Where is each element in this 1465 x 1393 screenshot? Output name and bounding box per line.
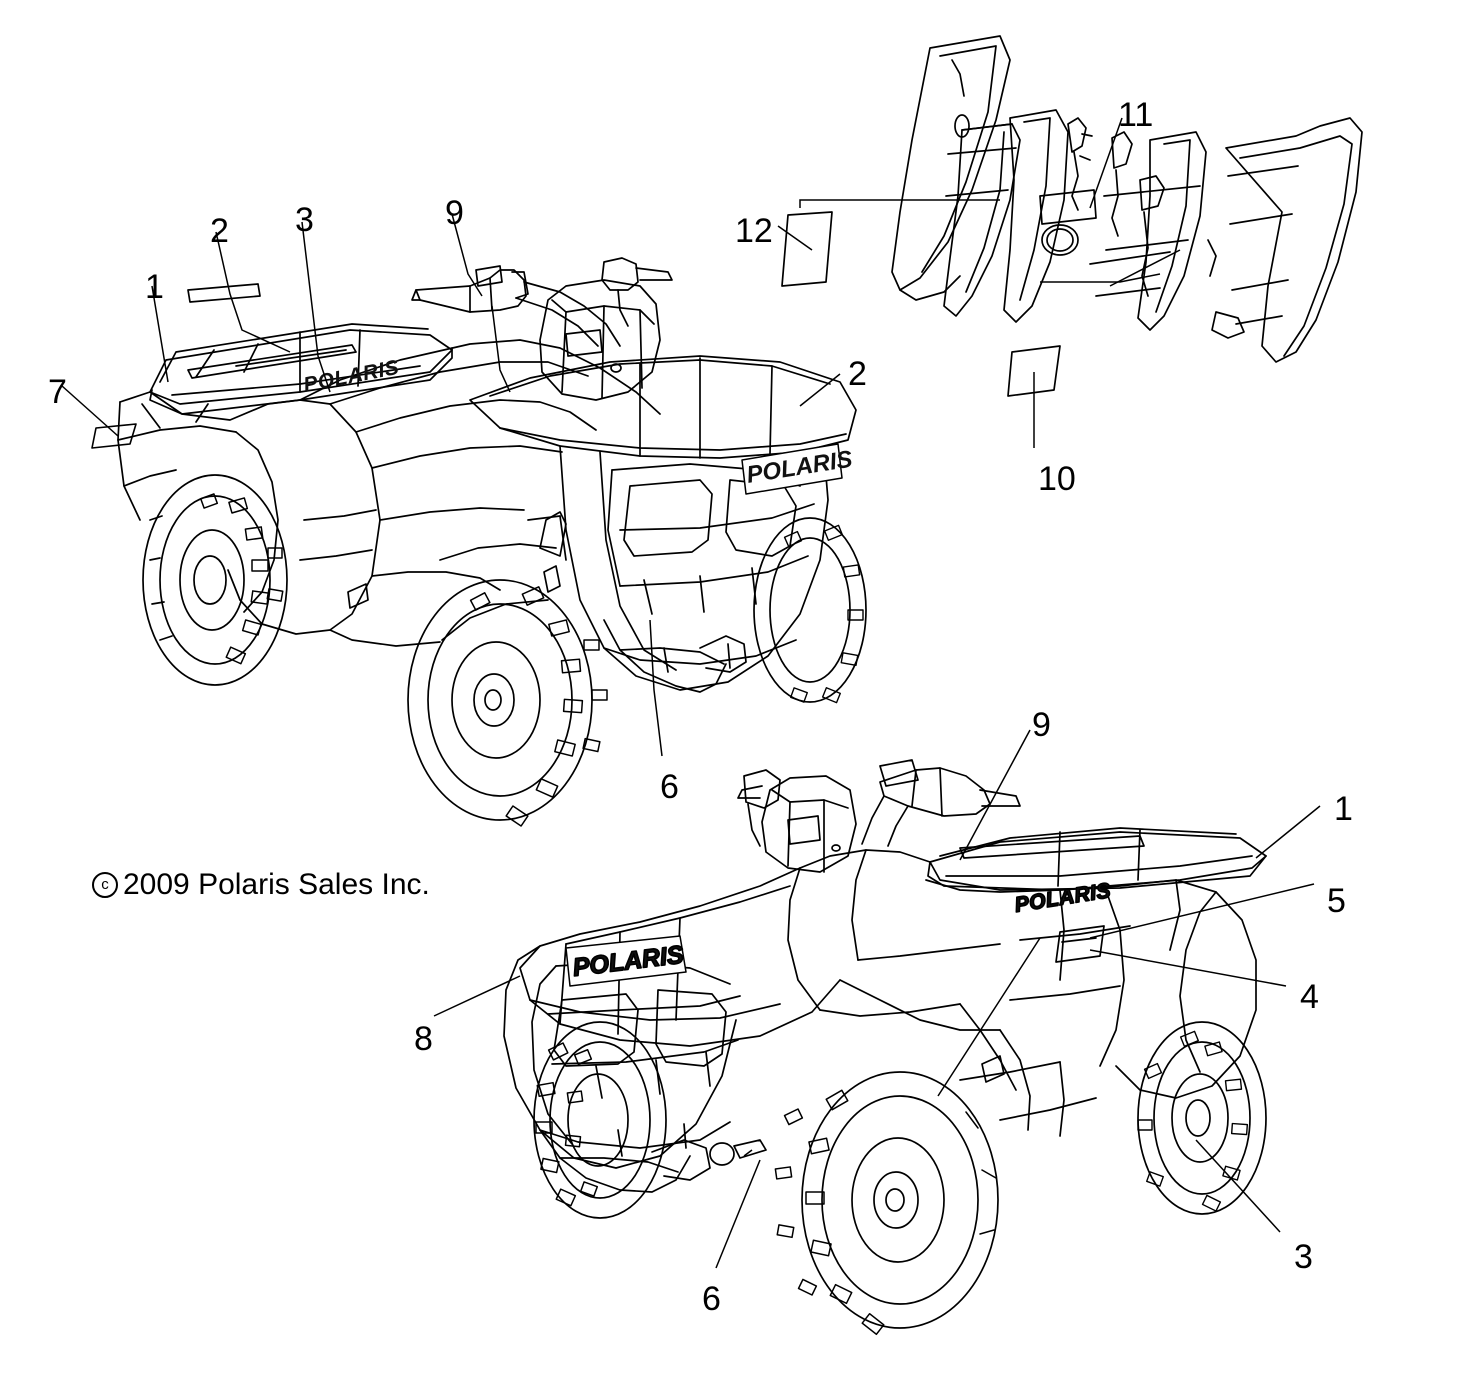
copyright-symbol-icon: c [92, 872, 118, 898]
callout-11-detail: 11 [1118, 96, 1154, 134]
callout-9-lower: 9 [1032, 706, 1051, 744]
copyright-text: 2009 Polaris Sales Inc. [123, 868, 430, 901]
upper-right-front-wheel [753, 517, 867, 704]
callout-4-lower: 4 [1300, 978, 1319, 1016]
lower-center-front-wheel [774, 1071, 999, 1336]
lower-leader-lines [433, 729, 1321, 1269]
upper-atv-illustration: POLARIS [91, 257, 867, 827]
callout-5-lower: 5 [1327, 882, 1346, 920]
callout-7-upper: 7 [48, 373, 67, 411]
lower-atv-illustration: POLARIS [503, 759, 1267, 1336]
polaris-front-logo-decal-lower: POLARIS [565, 935, 687, 987]
decal-strip-item2 [187, 283, 261, 303]
copyright-notice: c 2009 Polaris Sales Inc. [92, 868, 430, 902]
polaris-front-logo-decal: POLARIS [741, 443, 854, 495]
lower-left-front-wheel [533, 1021, 667, 1219]
callout-12-detail: 12 [735, 212, 773, 250]
lower-rear-wheel [1137, 1021, 1267, 1215]
callout-1-upper: 1 [145, 268, 164, 306]
callout-2-front: 2 [848, 355, 867, 393]
upper-leader-lines [61, 213, 841, 757]
upper-rear-wheel [142, 474, 288, 686]
callout-8-lower: 8 [414, 1020, 433, 1058]
callout-3-lower: 3 [1294, 1238, 1313, 1276]
polaris-rear-fender-decal: POLARIS [302, 356, 401, 397]
detail-leader-lines [777, 117, 1181, 448]
upper-front-wheel [407, 579, 608, 827]
callout-6-lower: 6 [702, 1280, 721, 1318]
callout-9-upper: 9 [445, 194, 464, 232]
callout-6-upper: 6 [660, 768, 679, 806]
callout-3-upper: 3 [295, 201, 314, 239]
svg-text:POLARIS: POLARIS [302, 356, 401, 397]
decal-item12 [781, 211, 833, 287]
callout-1-lower: 1 [1334, 790, 1353, 828]
callout-10-detail: 10 [1038, 460, 1076, 498]
decal-item10 [1007, 345, 1061, 397]
callout-2-upper: 2 [210, 212, 229, 250]
front-rack-detail-illustration [781, 35, 1363, 397]
